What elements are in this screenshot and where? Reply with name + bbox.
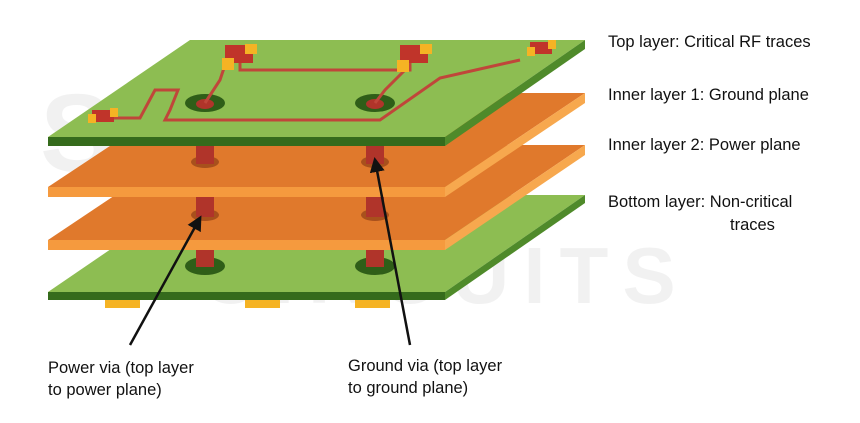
power-via-arrow <box>128 215 202 346</box>
label-inner-layer-2: Inner layer 2: Power plane <box>608 136 801 154</box>
bottom-pads <box>105 300 390 308</box>
callout-ground-via-1: Ground via (top layer <box>348 357 503 375</box>
callout-ground-via-2: to ground plane) <box>348 379 469 397</box>
label-bottom-layer: Bottom layer: Non-critical <box>608 193 793 211</box>
label-top-layer: Top layer: Critical RF traces <box>608 33 811 51</box>
callout-power-via-1: Power via (top layer <box>48 359 194 377</box>
callout-power-via-2: to power plane) <box>48 381 162 399</box>
label-bottom-layer-cont: traces <box>730 216 775 234</box>
top-layer <box>48 40 585 146</box>
ground-via-arrow <box>369 157 412 346</box>
label-inner-layer-1: Inner layer 1: Ground plane <box>608 86 809 104</box>
smd-components <box>88 40 556 123</box>
